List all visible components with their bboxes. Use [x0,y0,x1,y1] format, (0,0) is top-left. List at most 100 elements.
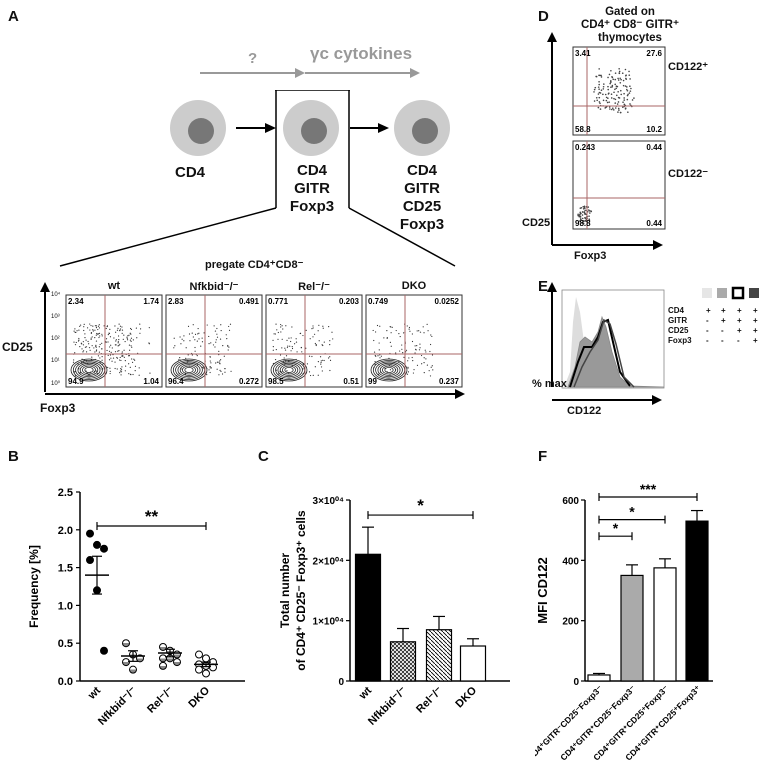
event-dot [598,91,601,94]
pregate-label: pregate CD4⁺CD8⁻ [205,259,304,271]
event-dot [97,325,100,327]
quadrant-ll: 96.4 [168,377,184,386]
event-dot [598,88,600,90]
event-dot [219,338,222,340]
event-dot [228,346,230,348]
bar [459,645,487,682]
event-dot [389,341,391,343]
event-dot [92,330,94,332]
plot-title-rel: Rel⁻/⁻ [298,281,330,293]
density-contour [182,365,196,375]
density-contour [279,364,299,376]
event-dot [379,357,381,359]
event-dot [613,91,615,94]
event-dot [220,324,222,326]
event-dot [96,332,98,335]
event-dot [74,352,76,354]
y-axis-label: Total number [278,553,292,628]
event-dot [192,324,194,326]
event-dot [218,374,220,376]
event-dot [83,329,85,332]
event-dot [411,333,413,335]
cell-1-label: CD4 [175,164,206,181]
event-dot [633,97,635,99]
event-dot [329,344,331,346]
event-dot [607,88,610,91]
event-dot [584,207,586,209]
event-dot [409,330,411,332]
event-dot [295,338,297,340]
event-dot [130,328,133,331]
event-dot [227,345,229,347]
event-dot [101,359,103,361]
event-dot [118,359,121,361]
quadrant-ll: 99 [368,377,377,386]
event-dot [101,355,103,358]
density-contour [82,365,96,375]
event-dot [283,357,285,359]
event-dot [191,332,193,334]
event-dot [423,372,425,374]
event-dot [121,332,123,334]
event-dot [594,86,597,89]
event-dot [312,336,314,338]
y-tick-label: 2.5 [58,487,73,499]
event-dot [609,81,612,83]
panel-d-x-label: Foxp3 [574,250,607,262]
event-dot [579,211,582,214]
panel-a-x-label: Foxp3 [40,401,76,415]
bar [354,553,382,682]
event-dot [280,331,282,333]
event-dot [418,330,420,332]
event-dot [123,356,125,358]
quadrant-lr: 0.237 [439,377,460,386]
legend-cell: + [706,306,711,315]
event-dot [120,369,123,371]
event-dot [209,356,211,358]
event-dot [617,107,620,110]
event-dot [308,355,311,357]
event-dot [94,329,96,331]
event-dot [379,354,381,356]
event-dot [286,346,288,349]
y-axis-label: of CD4⁺ CD25⁻ Foxp3⁺ cells [294,510,308,671]
density-contour [79,364,99,376]
event-dot [608,73,611,76]
event-dot [198,338,200,340]
event-dot [315,344,317,347]
flow-plot-frame [572,140,666,230]
event-dot [617,101,620,103]
event-dot [201,341,204,343]
event-dot [274,358,277,361]
event-dot [181,368,183,370]
panel-letter-f: F [538,448,548,465]
event-dot [183,335,185,337]
quadrant-lr: 10.2 [646,125,662,134]
event-dot [610,93,613,95]
data-point [100,544,108,553]
event-dot [128,373,130,375]
category-label: wt [356,684,374,702]
event-dot [81,343,83,345]
event-dot [421,363,423,365]
event-dot [215,362,217,364]
event-dot [308,371,311,373]
event-dot [399,335,401,338]
panel-d-y-label: CD25 [522,217,551,229]
event-dot [219,360,221,362]
event-dot [629,85,631,88]
event-dot [101,348,103,350]
event-dot [432,369,434,371]
event-dot [380,355,383,357]
category-label: DKO [186,684,212,710]
quadrant-lr: 0.51 [343,377,359,386]
event-dot [290,337,292,339]
event-dot [138,374,140,376]
event-dot [329,369,331,372]
data-point [173,658,181,667]
event-dot [317,330,319,332]
event-dot [624,68,627,71]
event-dot [113,337,115,339]
event-dot [595,96,598,99]
